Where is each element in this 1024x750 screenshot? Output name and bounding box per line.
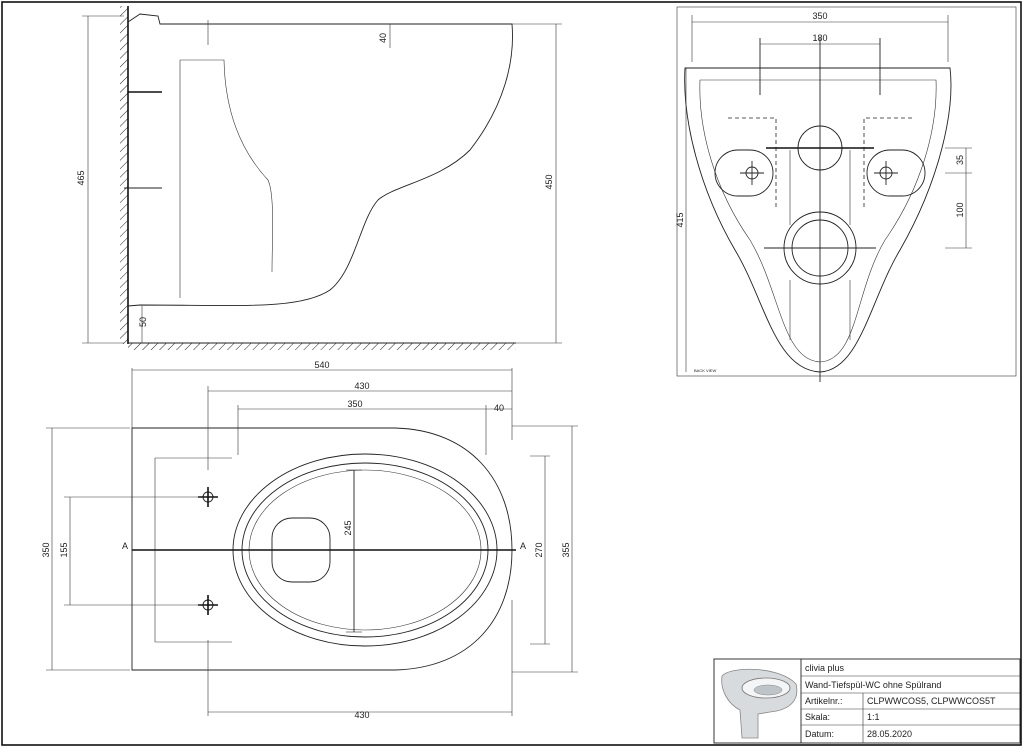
top-dim-430: 430 [354, 381, 369, 391]
top-dim-40: 40 [494, 403, 504, 413]
title-block: clivia plus Wand-Tiefspül-WC ohne Spülra… [713, 658, 1021, 744]
top-view: A A 540 430 350 40 245 350 [41, 360, 578, 720]
title-block-frame [713, 658, 1021, 744]
back-dim-180: 180 [812, 33, 827, 43]
back-view: 350 180 415 35 100 BACK VIEW [675, 6, 1017, 382]
dim-465: 465 [76, 170, 86, 185]
title-date-value: 28.05.2020 [867, 729, 912, 739]
inner-channel [789, 150, 851, 340]
section-marker-left: A [122, 541, 128, 551]
title-article-value: CLPWWCOS5, CLPWWCOS5T [867, 696, 996, 706]
title-product-name: clivia plus [805, 663, 845, 673]
section-marker-right: A [520, 541, 526, 551]
product-thumbnail [721, 668, 798, 739]
bowl-outline [127, 13, 513, 307]
top-dim-155: 155 [59, 542, 69, 557]
top-dim-430-bottom: 430 [354, 710, 369, 720]
top-dim-245: 245 [343, 520, 353, 535]
top-dim-350-left: 350 [41, 542, 51, 557]
dim-450: 450 [544, 174, 554, 189]
top-dim-270: 270 [534, 542, 544, 557]
back-view-frame [676, 6, 1017, 377]
dim-40-top: 40 [378, 33, 388, 43]
back-dim-350: 350 [812, 11, 827, 21]
bracket-left [728, 117, 777, 210]
back-dim-100: 100 [955, 202, 965, 217]
title-product-type: Wand-Tiefspül-WC ohne Spülrand [805, 680, 941, 690]
dim-50-bottom: 50 [138, 317, 148, 327]
bowl-inner-profile [179, 59, 273, 298]
floor-hatch [128, 343, 516, 350]
bracket-right [863, 117, 912, 210]
side-view: 465 450 40 50 [76, 6, 562, 350]
title-scale-value: 1:1 [867, 712, 880, 722]
title-article-label: Artikelnr.: [805, 696, 843, 706]
top-view-outline [131, 427, 513, 671]
mount-slot-right [866, 149, 926, 197]
back-view-inner [699, 79, 937, 363]
title-date-label: Datum: [805, 729, 834, 739]
top-dim-355: 355 [561, 542, 571, 557]
wall-hatch [120, 6, 128, 344]
back-dim-415: 415 [675, 212, 685, 227]
mount-slot-left [714, 149, 774, 197]
back-dim-35: 35 [955, 155, 965, 165]
top-dim-540: 540 [314, 360, 329, 370]
top-dim-350: 350 [347, 399, 362, 409]
title-scale-label: Skala: [805, 712, 830, 722]
back-view-label: BACK VIEW [694, 368, 716, 373]
back-plate [154, 457, 232, 643]
